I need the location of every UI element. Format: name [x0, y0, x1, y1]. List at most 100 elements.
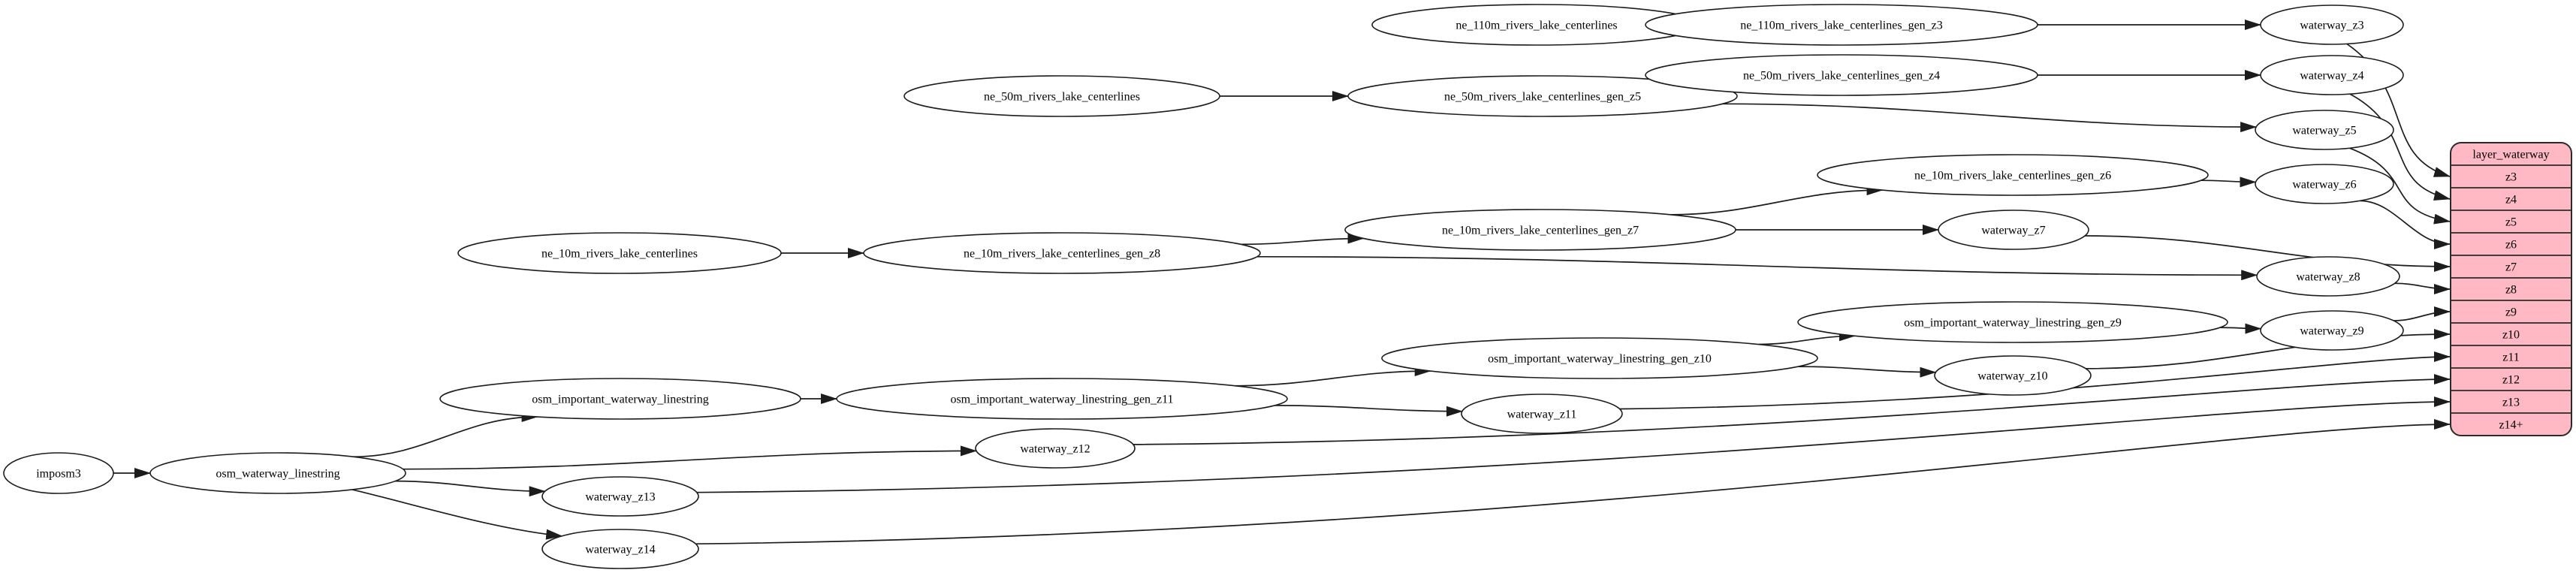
edge-osm_waterway_linestring-to-waterway_z14: [351, 489, 563, 540]
layer-table-row-z13: z13: [2502, 397, 2520, 409]
node-label-waterway_z3: waterway_z3: [2300, 20, 2363, 32]
node-ellipse-ne_10m_rivers_lake_centerlines_gen_z7: [1344, 209, 1736, 251]
node-label-osm_important_waterway_linestring_gen_z9: osm_important_waterway_linestring_gen_z9: [1904, 317, 2122, 330]
layer-table-row-z8: z8: [2505, 284, 2517, 297]
node-ne_50m_rivers_lake_centerlines_gen_z5: ne_50m_rivers_lake_centerlines_gen_z5: [1347, 75, 1738, 117]
node-ellipse-waterway_z4: [2260, 55, 2404, 95]
node-ellipse-waterway_z6: [2255, 164, 2394, 204]
node-osm_important_waterway_linestring_gen_z11: osm_important_waterway_linestring_gen_z1…: [836, 378, 1288, 420]
layer-table-row-z11: z11: [2502, 351, 2520, 364]
node-imposm3: imposm3: [3, 452, 114, 494]
node-ne_10m_rivers_lake_centerlines_gen_z6: ne_10m_rivers_lake_centerlines_gen_z6: [1817, 154, 2209, 196]
node-ellipse-imposm3: [3, 452, 114, 494]
node-label-waterway_z6: waterway_z6: [2292, 179, 2356, 192]
node-label-ne_110m_rivers_lake_centerlines: ne_110m_rivers_lake_centerlines: [1455, 20, 1617, 32]
node-label-ne_10m_rivers_lake_centerlines_gen_z7: ne_10m_rivers_lake_centerlines_gen_z7: [1442, 225, 1639, 237]
node-waterway_z4: waterway_z4: [2260, 55, 2404, 95]
edge-waterway_z7-to-layer-table-z7: [2085, 235, 2451, 272]
edge-waterway_z9-to-layer-table-z9: [2394, 306, 2451, 321]
node-label-ne_10m_rivers_lake_centerlines_gen_z8: ne_10m_rivers_lake_centerlines_gen_z8: [964, 248, 1160, 261]
node-waterway_z12: waterway_z12: [975, 428, 1136, 469]
node-waterway_z7: waterway_z7: [1938, 210, 2089, 250]
node-ellipse-waterway_z8: [2256, 256, 2400, 297]
layer-table-row-z5: z5: [2505, 216, 2517, 229]
node-ellipse-ne_10m_rivers_lake_centerlines: [457, 232, 782, 274]
edge-osm_important_waterway_linestring_gen_z11-to-waterway_z11: [1274, 405, 1463, 417]
node-label-ne_10m_rivers_lake_centerlines_gen_z6: ne_10m_rivers_lake_centerlines_gen_z6: [1914, 170, 2111, 182]
node-ellipse-osm_waterway_linestring: [149, 452, 406, 494]
node-ellipse-waterway_z13: [541, 476, 699, 517]
table-layer: layer_waterwayz3z4z5z6z7z8z9z10z11z12z13…: [2450, 142, 2572, 436]
node-ellipse-waterway_z11: [1461, 394, 1623, 434]
node-label-waterway_z10: waterway_z10: [1977, 370, 2047, 383]
node-osm_waterway_linestring: osm_waterway_linestring: [149, 452, 406, 494]
node-label-waterway_z11: waterway_z11: [1507, 409, 1577, 421]
node-label-imposm3: imposm3: [36, 468, 81, 481]
node-label-osm_important_waterway_linestring_gen_z10: osm_important_waterway_linestring_gen_z1…: [1488, 353, 1712, 366]
node-osm_important_waterway_linestring_gen_z10: osm_important_waterway_linestring_gen_z1…: [1381, 337, 1818, 379]
edge-osm_important_waterway_linestring_gen_z10-to-osm_important_waterway_linestring_gen_z9: [1758, 330, 1856, 345]
node-label-waterway_z9: waterway_z9: [2300, 325, 2363, 338]
edge-osm_waterway_linestring-to-waterway_z13: [395, 480, 546, 497]
node-label-waterway_z8: waterway_z8: [2296, 271, 2360, 284]
node-ne_10m_rivers_lake_centerlines_gen_z8: ne_10m_rivers_lake_centerlines_gen_z8: [863, 232, 1261, 274]
layer-table-row-z3: z3: [2505, 171, 2517, 184]
nodes-layer: imposm3 osm_waterway_linestring ne_10m_riv…: [3, 4, 2404, 569]
edge-ne_10m_rivers_lake_centerlines_gen_z6-to-waterway_z6: [2200, 176, 2257, 188]
node-waterway_z11: waterway_z11: [1461, 394, 1623, 434]
node-ellipse-waterway_z10: [1934, 355, 2092, 396]
node-waterway_z9: waterway_z9: [2260, 310, 2404, 351]
node-label-ne_50m_rivers_lake_centerlines_gen_z5: ne_50m_rivers_lake_centerlines_gen_z5: [1444, 91, 1641, 104]
node-ne_10m_rivers_lake_centerlines_gen_z7: ne_10m_rivers_lake_centerlines_gen_z7: [1344, 209, 1736, 251]
edge-waterway_z5-to-layer-table-z5: [2349, 147, 2451, 225]
node-label-waterway_z4: waterway_z4: [2300, 70, 2363, 83]
node-ellipse-ne_50m_rivers_lake_centerlines_gen_z4: [1645, 54, 2038, 96]
edge-osm_important_waterway_linestring_gen_z11-to-osm_important_waterway_linestring_gen_z10: [1234, 366, 1431, 387]
edge-ne_10m_rivers_lake_centerlines_gen_z8-to-ne_10m_rivers_lake_centerlines_gen_z7: [1241, 233, 1365, 246]
node-label-osm_important_waterway_linestring: osm_important_waterway_linestring: [532, 394, 709, 406]
node-label-ne_50m_rivers_lake_centerlines_gen_z4: ne_50m_rivers_lake_centerlines_gen_z4: [1743, 70, 1940, 83]
edge-waterway_z6-to-layer-table-z6: [2359, 200, 2451, 249]
node-label-osm_important_waterway_linestring_gen_z11: osm_important_waterway_linestring_gen_z1…: [950, 394, 1173, 406]
node-ne_110m_rivers_lake_centerlines_gen_z3: ne_110m_rivers_lake_centerlines_gen_z3: [1645, 4, 2038, 46]
node-ellipse-waterway_z3: [2260, 5, 2404, 45]
edge-waterway_z4-to-layer-table-z4: [2349, 93, 2451, 201]
node-waterway_z10: waterway_z10: [1934, 355, 2092, 396]
layer-table-title: layer_waterway: [2472, 149, 2549, 161]
node-waterway_z8: waterway_z8: [2256, 256, 2400, 297]
node-ellipse-osm_important_waterway_linestring_gen_z11: [836, 378, 1288, 420]
edge-osm_important_waterway_linestring_gen_z10-to-waterway_z10: [1798, 366, 1937, 378]
layer-table-layer_waterway: layer_waterwayz3z4z5z6z7z8z9z10z11z12z13…: [2450, 142, 2572, 436]
node-ellipse-osm_important_waterway_linestring_gen_z10: [1381, 337, 1818, 379]
node-ne_50m_rivers_lake_centerlines: ne_50m_rivers_lake_centerlines: [903, 75, 1220, 117]
layer-table-row-z10: z10: [2502, 329, 2520, 342]
node-ellipse-ne_10m_rivers_lake_centerlines_gen_z8: [863, 232, 1261, 274]
node-label-waterway_z5: waterway_z5: [2292, 125, 2356, 137]
layer-table-background: [2450, 142, 2572, 436]
node-ellipse-ne_10m_rivers_lake_centerlines_gen_z6: [1817, 154, 2209, 196]
layer-table-row-z6: z6: [2505, 239, 2517, 252]
edge-osm_important_waterway_linestring_gen_z9-to-waterway_z9: [2219, 323, 2262, 334]
node-label-waterway_z12: waterway_z12: [1020, 443, 1090, 456]
layer-table-row-z7: z7: [2505, 261, 2517, 274]
edge-ne_50m_rivers_lake_centerlines_gen_z5-to-waterway_z5: [1722, 103, 2258, 133]
node-label-osm_waterway_linestring: osm_waterway_linestring: [216, 468, 339, 481]
edge-waterway_z14-to-layer-table-z14+: [695, 419, 2451, 545]
node-ne_10m_rivers_lake_centerlines: ne_10m_rivers_lake_centerlines: [457, 232, 782, 274]
edge-waterway_z13-to-layer-table-z13: [696, 397, 2451, 493]
layer-table-row-z12: z12: [2502, 374, 2520, 387]
node-waterway_z5: waterway_z5: [2255, 110, 2394, 150]
node-ellipse-waterway_z14: [541, 529, 699, 569]
edge-waterway_z12-to-layer-table-z12: [1133, 374, 2451, 445]
node-ellipse-waterway_z5: [2255, 110, 2394, 150]
layer-table-row-z9: z9: [2505, 306, 2517, 319]
node-ne_50m_rivers_lake_centerlines_gen_z4: ne_50m_rivers_lake_centerlines_gen_z4: [1645, 54, 2038, 96]
edge-ne_10m_rivers_lake_centerlines_gen_z7-to-ne_10m_rivers_lake_centerlines_gen_z6: [1670, 185, 1884, 216]
node-ellipse-ne_50m_rivers_lake_centerlines: [903, 75, 1220, 117]
node-ellipse-osm_important_waterway_linestring_gen_z9: [1797, 301, 2228, 343]
node-label-ne_10m_rivers_lake_centerlines: ne_10m_rivers_lake_centerlines: [541, 248, 698, 261]
node-waterway_z14: waterway_z14: [541, 529, 699, 569]
edge-osm_waterway_linestring-to-osm_important_waterway_linestring: [353, 412, 538, 458]
edge-ne_10m_rivers_lake_centerlines_gen_z8-to-waterway_z8: [1256, 255, 2258, 281]
